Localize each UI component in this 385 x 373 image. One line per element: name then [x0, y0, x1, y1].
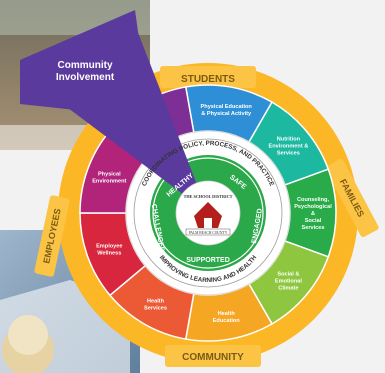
district-logo: THE SCHOOL DISTRICT PALM BEACH COUNTY	[175, 180, 241, 246]
logo-line-1: THE SCHOOL DISTRICT	[184, 194, 233, 199]
segment-label-line: Social	[305, 218, 322, 224]
segment-label-physical-education: Physical Education& Physical Activity	[201, 104, 253, 117]
segment-label-line: Physical	[98, 172, 121, 178]
segment-label-line: Environment &	[269, 144, 309, 150]
segment-label-line: Health	[218, 311, 236, 317]
students-tab	[160, 66, 256, 88]
community-tab	[165, 345, 261, 367]
white-band-inner-rule	[133, 138, 283, 288]
segment-label-line: Services	[144, 305, 167, 311]
callout-line-1: Community	[58, 60, 113, 71]
segment-label-line: Counseling,	[297, 197, 329, 203]
callout-line-2: Involvement	[56, 72, 115, 83]
core-ring-line	[152, 157, 264, 269]
segment-label-line: Psychological	[294, 204, 332, 210]
core-word-supported: SUPPORTED	[186, 257, 230, 264]
families-tab	[325, 159, 379, 237]
logo-line-2: PALM BEACH COUNTY	[189, 231, 228, 235]
segment-label-line: Social &	[277, 272, 299, 278]
segment-label-line: Services	[277, 151, 300, 157]
segment-label-line: Employee	[96, 243, 122, 249]
segment-label-line: Climate	[278, 286, 298, 292]
segment-label-line: Services	[301, 225, 324, 231]
community-label: COMMUNITY	[182, 352, 244, 363]
community-involvement-callout	[20, 10, 150, 118]
segment-label-line: Physical Education	[201, 104, 253, 110]
segment-label-line: &	[311, 211, 315, 217]
employees-tab	[34, 195, 70, 277]
segment-label-line: Nutrition	[277, 137, 301, 143]
schoolhouse-icon	[194, 202, 222, 228]
segment-label-line: Health	[147, 298, 165, 304]
segment-label-line: Wellness	[97, 250, 121, 256]
segment-label-line: & Physical Activity	[201, 111, 252, 117]
segment-label-line: Emotional	[275, 279, 302, 285]
segment-label-line: Education	[213, 318, 241, 324]
segment-label-line: Environment	[92, 179, 126, 185]
students-label: STUDENTS	[181, 74, 235, 85]
